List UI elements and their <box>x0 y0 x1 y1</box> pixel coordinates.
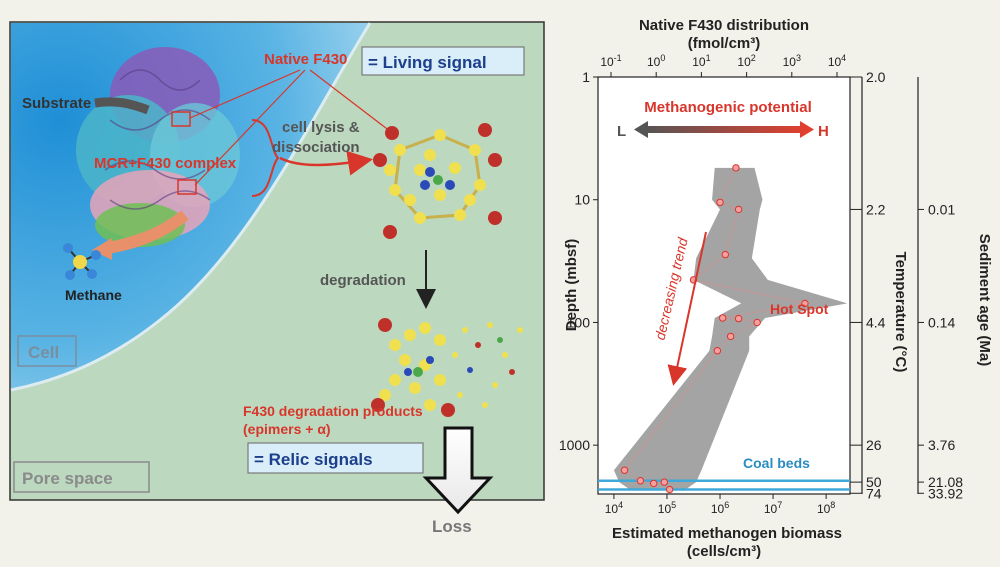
degradation-products-line1: F430 degradation products <box>243 403 423 419</box>
f430-molecule-degraded <box>371 318 523 417</box>
native-pointer-1 <box>189 69 301 119</box>
temperature-tick-label: 26 <box>866 437 882 453</box>
pore-space-label-box <box>13 461 150 493</box>
biomass-data-point <box>753 318 761 327</box>
cell-label-box <box>17 335 77 367</box>
lysis-label-line2: dissociation <box>272 139 360 156</box>
left-panel: Substrate Methane Native F430 = Living s… <box>9 21 545 536</box>
pore-space-label: Pore space <box>22 469 113 488</box>
methane-molecule <box>63 243 101 280</box>
depth-tick-label: 100 <box>567 314 591 330</box>
sediment-age-axis-label: Sediment age (Ma) <box>976 234 993 367</box>
potential-arrow-right <box>800 121 814 138</box>
temperature-tick-label: 2.2 <box>866 201 886 217</box>
depth-tick-label: 1000 <box>559 437 590 453</box>
top-tick-label: 104 <box>828 53 846 69</box>
bottom-axis-ticks: 104 105 106 107 108 <box>605 494 835 516</box>
depth-profile-chart: Native F430 distribution (fmol/cm³) 10-1… <box>559 17 993 560</box>
y-axis-label: Depth (mbsf) <box>563 239 580 332</box>
loss-arrow <box>422 426 494 515</box>
coal-beds-label: Coal beds <box>743 455 810 471</box>
cell-label: Cell <box>28 343 59 362</box>
age-tick-label: 3.76 <box>928 437 955 453</box>
biomass-points-layer <box>620 164 809 494</box>
age-tick-label: 0.01 <box>928 201 955 217</box>
biomass-data-point <box>713 347 722 355</box>
top-tick-label: 100 <box>647 53 665 69</box>
depth-axis-ticks: 1 10 100 1000 <box>559 69 598 453</box>
cell-membrane <box>10 22 372 392</box>
bottom-tick-label: 106 <box>711 500 729 516</box>
temperature-tick-label: 2.0 <box>866 69 886 85</box>
temperature-tick-label: 74 <box>866 485 882 501</box>
biomass-data-point <box>726 332 735 341</box>
potential-arrow-left <box>634 121 648 138</box>
methanogenic-potential-label: Methanogenic potential <box>644 99 812 116</box>
biomass-data-point <box>734 205 743 214</box>
temperature-tick-label: 4.4 <box>866 314 886 330</box>
bottom-tick-label: 107 <box>764 500 782 516</box>
living-signal-label: = Living signal <box>368 53 487 72</box>
x-axis-label-line2: (cells/cm³) <box>687 543 761 560</box>
biomass-data-point <box>650 479 658 488</box>
biomass-data-point <box>620 466 629 474</box>
chart-title: Native F430 distribution <box>639 17 809 34</box>
top-tick-label: 10-1 <box>600 53 621 69</box>
biomass-data-point <box>716 198 724 207</box>
biomass-data-point <box>660 478 669 486</box>
substrate-arrow <box>94 97 150 115</box>
biomass-data-point <box>732 164 740 172</box>
biomass-data-point <box>665 485 674 494</box>
depth-tick-label: 1 <box>582 69 590 85</box>
living-signal-box <box>361 46 525 76</box>
biomass-data-point <box>801 299 809 308</box>
biomass-data-point <box>734 314 743 323</box>
potential-gradient-bar <box>645 126 803 133</box>
x-axis-label-line1: Estimated methanogen biomass <box>612 525 842 542</box>
decreasing-trend-arrow <box>667 231 707 386</box>
biomass-data-point <box>636 477 645 485</box>
bottom-tick-label: 104 <box>605 500 623 516</box>
relic-signals-label: = Relic signals <box>254 450 373 469</box>
age-tick-label: 21.08 <box>928 474 963 490</box>
age-tick-label: 33.92 <box>928 485 963 501</box>
loss-label: Loss <box>432 517 472 536</box>
lysis-label-line1: cell lysis & <box>282 119 360 136</box>
degradation-products-line2: (epimers + α) <box>243 421 331 437</box>
degradation-label: degradation <box>320 272 406 289</box>
relic-signals-box <box>247 442 424 474</box>
mcr-brace <box>251 119 280 197</box>
top-tick-label: 101 <box>692 53 710 69</box>
native-f430-label: Native F430 <box>264 51 347 68</box>
age-tick-label: 0.14 <box>928 314 955 330</box>
top-axis-ticks: 10-1 100 101 102 103 104 <box>600 53 846 77</box>
methane-arrowhead <box>92 238 112 260</box>
hot-spot-label: Hot Spot <box>770 301 829 317</box>
methane-label: Methane <box>65 287 122 303</box>
bottom-tick-label: 108 <box>817 500 835 516</box>
bottom-tick-label: 105 <box>658 500 676 516</box>
substrate-label: Substrate <box>22 95 91 112</box>
top-tick-label: 102 <box>737 53 755 69</box>
native-pointer-3 <box>309 69 396 136</box>
f430-molecule-intact <box>373 123 502 239</box>
biomass-trend-line <box>623 167 805 490</box>
native-pointer-2 <box>194 69 306 186</box>
biomass-data-point <box>718 314 727 322</box>
mcr-complex-label: MCR+F430 complex <box>94 155 237 172</box>
temperature-axis-label: Temperature (°C) <box>892 252 909 373</box>
biomass-data-point <box>721 250 730 259</box>
depth-tick-label: 10 <box>574 192 590 208</box>
potential-high-label: H <box>818 123 829 140</box>
temperature-tick-label: 50 <box>866 474 882 490</box>
lysis-arrow <box>279 150 373 176</box>
methane-arrow <box>106 210 189 254</box>
potential-low-label: L <box>617 123 626 140</box>
top-tick-label: 103 <box>783 53 801 69</box>
top-axis-unit: (fmol/cm³) <box>688 35 761 52</box>
